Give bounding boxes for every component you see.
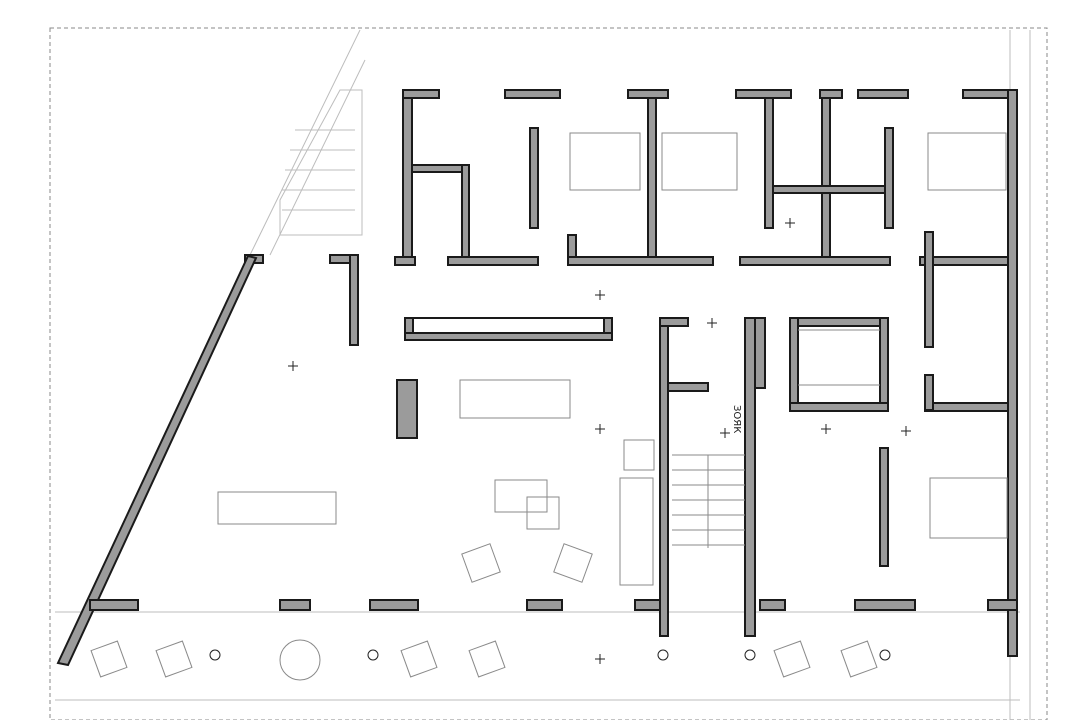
furniture [90, 132, 1008, 681]
drawing-border [49, 27, 1048, 720]
center-markers [288, 218, 911, 664]
room-label: ЗОЯК [731, 405, 742, 433]
walls [56, 89, 1018, 667]
